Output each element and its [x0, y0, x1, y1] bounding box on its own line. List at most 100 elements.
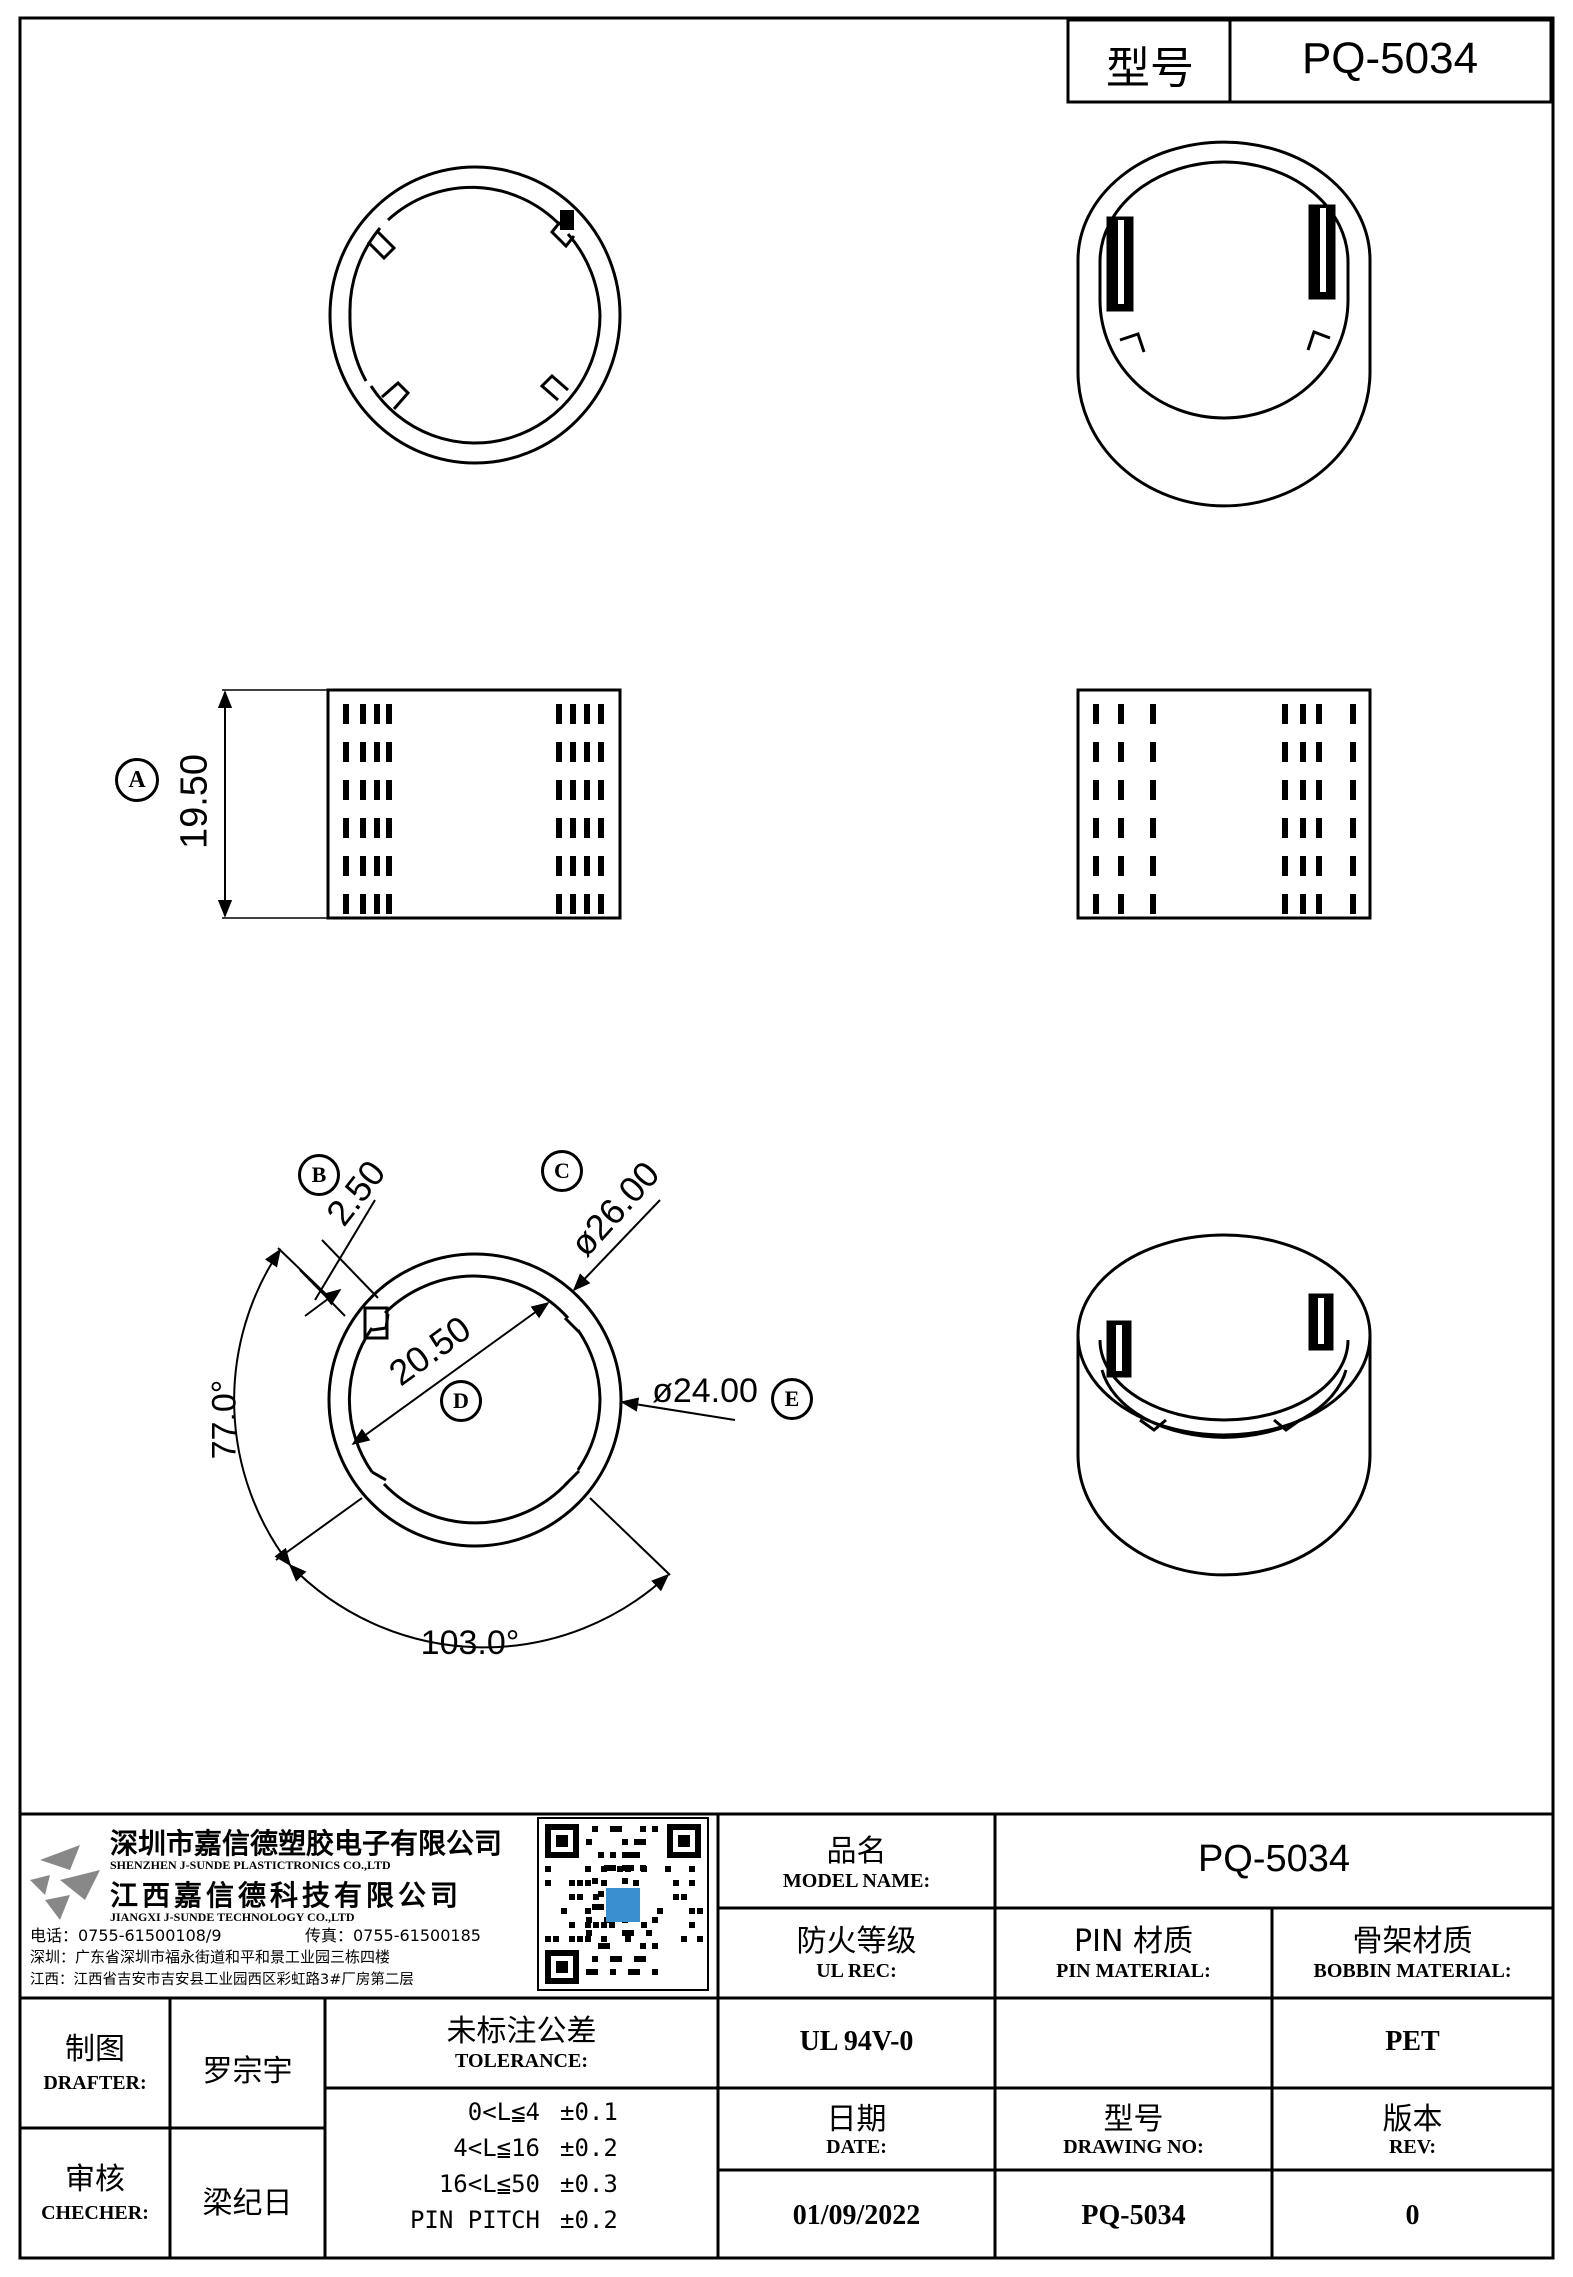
slot-mark	[1316, 742, 1322, 762]
slot-mark	[570, 894, 576, 914]
slot-mark	[360, 742, 366, 762]
company-name-cn-2: 江西嘉信德科技有限公司	[110, 1879, 463, 1912]
dimension-marker-b: B	[298, 1154, 340, 1196]
slot-mark	[386, 856, 392, 876]
dimension-marker-c: C	[541, 1150, 583, 1192]
top-view	[328, 165, 622, 465]
bobbin-material-label-en: BOBBIN MATERIAL:	[1313, 1960, 1512, 1982]
slot-mark	[598, 742, 604, 762]
slot-mark	[1118, 818, 1124, 838]
slot-mark	[556, 742, 562, 762]
date-label-en: DATE:	[826, 2136, 887, 2158]
slot-mark	[374, 856, 380, 876]
angle-left-value: 77.0°	[205, 1379, 244, 1460]
slot-mark	[556, 856, 562, 876]
dimension-marker-a: A	[115, 758, 159, 802]
qr-code	[537, 1817, 709, 1991]
slot-mark	[556, 780, 562, 800]
tolerance-range: 0<L≦4	[467, 2098, 540, 2126]
slot-mark	[374, 780, 380, 800]
slot-mark	[343, 742, 349, 762]
slot-mark	[570, 780, 576, 800]
tolerance-value: ±0.2	[560, 2134, 618, 2162]
slot-mark	[1316, 704, 1322, 724]
slot-mark	[374, 704, 380, 724]
tolerance-range: 4<L≦16	[453, 2134, 540, 2162]
slot-mark	[1316, 856, 1322, 876]
slot-mark	[1093, 818, 1099, 838]
dimension-marker-d: D	[440, 1380, 482, 1422]
drawing-no-label-cn: 型号	[1103, 2102, 1164, 2137]
slot-mark	[1118, 742, 1124, 762]
slot-mark	[1093, 894, 1099, 914]
slot-mark	[598, 856, 604, 876]
dimension-e-value: ø24.00	[652, 1372, 758, 1410]
iso-view-bottom	[1076, 1233, 1372, 1577]
slot-mark	[386, 780, 392, 800]
slot-mark	[570, 818, 576, 838]
drafter-label-en: DRAFTER:	[43, 2072, 147, 2094]
slot-mark	[1150, 818, 1156, 838]
iso-view-top	[1076, 140, 1372, 508]
header-model-label: 型号	[1106, 43, 1194, 94]
slot-mark	[360, 856, 366, 876]
checker-label-en: CHECHER:	[41, 2202, 149, 2224]
slot-mark	[1093, 742, 1099, 762]
slot-mark	[598, 818, 604, 838]
ul-label-en: UL REC:	[816, 1960, 897, 1982]
slot-mark	[1282, 742, 1288, 762]
company-name-en-1: SHENZHEN J-SUNDE PLASTICTRONICS CO.,LTD	[110, 1858, 391, 1872]
slot-mark	[1316, 894, 1322, 914]
slot-mark	[374, 818, 380, 838]
checker-label-cn: 审核	[65, 2162, 125, 2197]
tolerance-label-cn: 未标注公差	[446, 2014, 597, 2049]
company-name-en-2: JIANGXI J-SUNDE TECHNOLOGY CO.,LTD	[110, 1910, 355, 1924]
ul-value: UL 94V-0	[799, 2026, 914, 2057]
company-fax: 传真：0755-61500185	[305, 1926, 481, 1945]
slot-mark	[1350, 894, 1356, 914]
side-view-left	[217, 688, 622, 920]
slot-mark	[1093, 704, 1099, 724]
slot-mark	[1282, 704, 1288, 724]
dimension-a-value: 19.50	[173, 753, 216, 850]
ul-label-cn: 防火等级	[796, 1924, 917, 1959]
slot-mark	[343, 704, 349, 724]
company-name-cn-1: 深圳市嘉信德塑胶电子有限公司	[110, 1827, 503, 1860]
slot-mark	[584, 742, 590, 762]
model-name-label-en: MODEL NAME:	[782, 1870, 931, 1892]
slot-mark	[1150, 704, 1156, 724]
sheet-border	[18, 16, 1555, 2260]
slot-mark	[360, 818, 366, 838]
bobbin-material-value: PET	[1385, 2026, 1440, 2057]
drawing-no-value: PQ-5034	[1081, 2200, 1186, 2231]
company-logo	[30, 1845, 100, 1920]
slot-mark	[598, 780, 604, 800]
slot-mark	[343, 780, 349, 800]
slot-mark	[386, 742, 392, 762]
bottom-view-dimensions	[233, 1199, 736, 1649]
side-view-right-slots	[1093, 704, 1356, 914]
pin-material-label-en: PIN MATERIAL:	[1056, 1960, 1211, 1982]
side-view-right	[1076, 688, 1372, 920]
slot-mark	[584, 894, 590, 914]
slot-mark	[1300, 856, 1306, 876]
slot-mark	[1118, 856, 1124, 876]
slot-mark	[343, 818, 349, 838]
slot-mark	[374, 742, 380, 762]
title-block-grid	[20, 1812, 1553, 2258]
angle-bottom-value: 103.0°	[420, 1624, 520, 1662]
side-view-left-slots	[343, 704, 604, 914]
rev-label-cn: 版本	[1382, 2102, 1443, 2137]
slot-mark	[374, 894, 380, 914]
date-value: 01/09/2022	[792, 2200, 921, 2231]
drafter-name: 罗宗宇	[202, 2054, 293, 2089]
slot-mark	[1300, 894, 1306, 914]
slot-mark	[1300, 818, 1306, 838]
slot-mark	[1282, 818, 1288, 838]
slot-mark	[360, 704, 366, 724]
drafter-label-cn: 制图	[65, 2032, 125, 2067]
slot-mark	[1282, 856, 1288, 876]
slot-mark	[1350, 780, 1356, 800]
slot-mark	[1282, 894, 1288, 914]
